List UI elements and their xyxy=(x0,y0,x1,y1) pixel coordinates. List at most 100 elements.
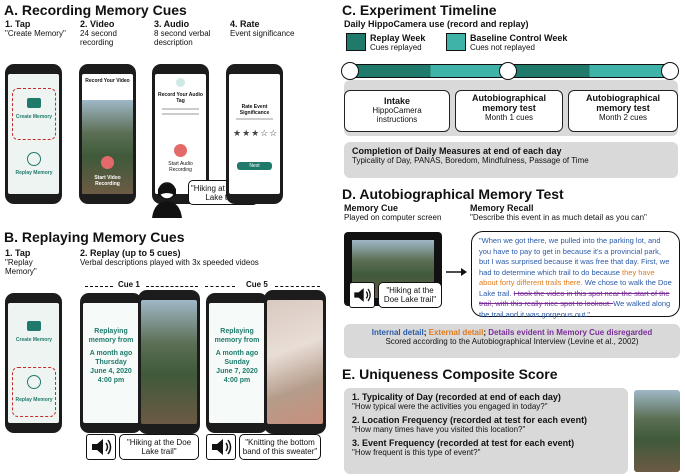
next-button[interactable]: Next xyxy=(237,162,272,170)
speech-bubble-cue1: "Hiking at the Doe Lake trail" xyxy=(119,434,199,460)
speech-bubble-cue5: "Knitting the bottom band of this sweate… xyxy=(239,434,321,460)
legend-baseline: Baseline Control Week Cues not replayed xyxy=(470,33,567,52)
uniqueness-photo xyxy=(634,390,680,472)
test1-title: Autobiographical memory test xyxy=(472,93,546,113)
replay5-line5: 4:00 pm xyxy=(223,377,251,384)
start-audio-recording[interactable]: Start Audio Recording xyxy=(168,161,193,173)
record-button-icon[interactable] xyxy=(101,156,114,169)
step-a4-desc: Event significance xyxy=(230,29,295,38)
step-b1-num: 1. Tap xyxy=(5,248,31,258)
legend-replay-label: Replay Week xyxy=(370,33,426,43)
person-icon xyxy=(150,180,184,218)
item1-title: 1. Typicality of Day (recorded at end of… xyxy=(352,392,561,402)
replay-memory-button-b[interactable]: Replay Memory xyxy=(15,397,53,403)
item2-title: 2. Location Frequency (recorded at test … xyxy=(352,415,588,425)
daily-sub: Typicality of Day, PANAS, Boredom, Mindf… xyxy=(352,156,589,165)
phone-replay-cue1: Replaying memory from A month ago Thursd… xyxy=(80,293,142,433)
start-video-recording: Start Video Recording xyxy=(94,175,121,187)
recall-segment-ext: they have about forty different trails t… xyxy=(479,267,655,288)
intake-title: Intake xyxy=(383,96,410,106)
phone-replay-cue1-screen: Replaying memory from A month ago Thursd… xyxy=(83,303,139,423)
replay-video1 xyxy=(141,300,197,424)
cue-line xyxy=(205,286,235,287)
audio-record-icon[interactable] xyxy=(174,144,187,157)
phone-create-screen: Create Memory Replay Memory xyxy=(8,74,59,194)
step-a1: 1. Tap "Create Memory" xyxy=(5,19,75,38)
arrow-right-icon xyxy=(446,264,468,276)
speaker-icon xyxy=(86,434,116,460)
test2-box: Autobiographical memory test Month 2 cue… xyxy=(568,90,678,132)
step-a2-desc: 24 second recording xyxy=(80,29,117,47)
test1-sub: Month 1 cues xyxy=(484,113,534,122)
phone-audio: Record Your Audio Tag Start Audio Record… xyxy=(152,64,209,204)
record-video-title: Record Your Video xyxy=(85,78,130,84)
recall-segment-int: "When we got there, we pulled into the p… xyxy=(479,236,670,277)
recall-transcript: "When we got there, we pulled into the p… xyxy=(471,231,680,319)
video-camera-icon xyxy=(27,98,41,108)
legend-replay: Replay Week Cues replayed xyxy=(370,33,425,52)
phone-rate: Rate Event Significance ★★★☆☆ Next xyxy=(226,64,283,204)
phone-replay-video5 xyxy=(264,290,326,434)
replay5-line4: June 7, 2020 xyxy=(216,368,258,375)
replay-highlight xyxy=(12,367,56,417)
phone-replay-video1 xyxy=(138,290,200,434)
create-highlight xyxy=(12,88,56,140)
replay1-line2: A month ago xyxy=(89,350,133,357)
item3-q: "How frequent is this type of event?" xyxy=(352,448,481,457)
step-b2-desc: Verbal descriptions played with 3x speed… xyxy=(80,258,259,267)
replay1-text: Replaying memory from A month ago Thursd… xyxy=(85,327,137,385)
recall-segment-int: We chose to walk the Doe Lake trail. xyxy=(479,278,672,298)
replay1-line5: 4:00 pm xyxy=(97,377,125,384)
test1-box: Autobiographical memory test Month 1 cue… xyxy=(455,90,563,132)
scoring-legend-box: Internal detail; External detail; Detail… xyxy=(344,324,680,358)
intake-sub: HippoCamera instructions xyxy=(372,106,422,124)
step-a2: 2. Video 24 second recording xyxy=(80,19,150,47)
create-memory-button[interactable]: Create Memory xyxy=(15,114,53,120)
cue5-label: Cue 5 xyxy=(246,280,268,289)
speech-bubble-cue5-text: "Knitting the bottom band of this sweate… xyxy=(242,438,318,456)
item3-title: 3. Event Frequency (recorded at test for… xyxy=(352,438,575,448)
text-line xyxy=(162,113,199,115)
replay5-text: Replaying memory from A month ago Sunday… xyxy=(211,327,263,385)
replay-memory-button[interactable]: Replay Memory xyxy=(15,170,53,176)
test2-sub: Month 2 cues xyxy=(598,113,648,122)
replay5-line2: A month ago xyxy=(215,350,259,357)
daily-title: Completion of Daily Measures at end of e… xyxy=(352,146,562,156)
legend-internal: Internal detail xyxy=(371,328,424,337)
text-line xyxy=(162,108,199,110)
recall-segment-dis: I took the video in this spot near the s… xyxy=(479,288,670,309)
phone-video: Record Your Video Start Video Recording xyxy=(79,64,136,204)
star-rating[interactable]: ★★★☆☆ xyxy=(233,128,279,138)
timeline-node-end xyxy=(661,62,679,80)
text-line xyxy=(236,118,273,120)
speaker-icon xyxy=(206,434,236,460)
create-memory-button-b[interactable]: Create Memory xyxy=(15,337,53,343)
section-c-title: C. Experiment Timeline xyxy=(342,2,497,18)
item2-q: "How many times have you visited this lo… xyxy=(352,425,526,434)
speech-bubble-cue1-text: "Hiking at the Doe Lake trail" xyxy=(126,438,192,456)
video-preview xyxy=(82,100,133,194)
recall-text: "When we got there, we pulled into the p… xyxy=(479,236,672,319)
step-b2: 2. Replay (up to 5 cues) Verbal descript… xyxy=(80,248,320,267)
replay-week-swatch xyxy=(346,33,366,51)
phone-replay-cue5: Replaying memory from A month ago Sunday… xyxy=(206,293,268,433)
cue-line xyxy=(85,286,113,287)
intake-box: Intake HippoCamera instructions xyxy=(344,90,450,132)
step-a2-num: 2. Video xyxy=(80,19,115,29)
section-e-title: E. Uniqueness Composite Score xyxy=(342,366,558,382)
replay-video5 xyxy=(267,300,323,424)
daily-measures-box: Completion of Daily Measures at end of e… xyxy=(344,142,678,178)
memory-cue-title: Memory Cue xyxy=(344,203,399,213)
legend-external: External detail xyxy=(428,328,484,337)
video-camera-icon xyxy=(27,321,41,331)
step-a3-num: 3. Audio xyxy=(154,19,190,29)
step-a4-num: 4. Rate xyxy=(230,19,260,29)
rate-title: Rate Event Significance xyxy=(239,104,270,116)
step-b1-desc: "Replay Memory" xyxy=(5,258,37,276)
test2-title: Autobiographical memory test xyxy=(586,93,660,113)
phone-replay-tap-screen: Create Memory Replay Memory xyxy=(8,303,59,423)
legend-sep: ; xyxy=(423,328,429,337)
recall-segment-int: We walked along the trail and it was gor… xyxy=(479,299,671,319)
phone-audio-screen: Record Your Audio Tag Start Audio Record… xyxy=(155,74,206,194)
step-a1-num: 1. Tap xyxy=(5,19,31,29)
